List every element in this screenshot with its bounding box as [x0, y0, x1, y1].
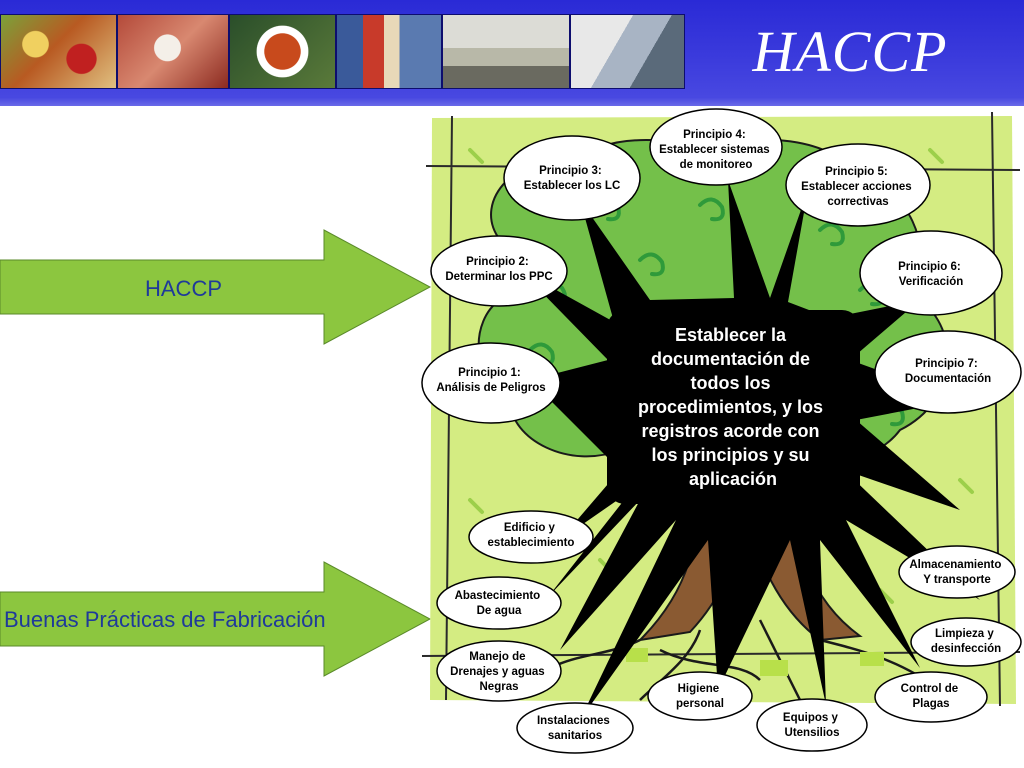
svg-text:Equipos y Utensilios: Equipos y Utensilios — [783, 712, 841, 739]
gmp-water-supply-bubble: Abastecimiento De agua — [436, 576, 562, 630]
bubble-line: Edificio y — [504, 522, 556, 534]
bubble-line: de monitoreo — [680, 159, 753, 171]
center-box-text: Establecer la documentación de todos los… — [638, 325, 828, 489]
header-stripe — [0, 98, 1024, 106]
gmp-pest-control-bubble: Control de Plagas — [874, 671, 988, 723]
center-line: todos los — [690, 373, 770, 393]
haccp-arrow — [0, 229, 432, 345]
bubble-line: Principio 7: — [915, 358, 978, 370]
bubble-line: Y transporte — [923, 574, 991, 586]
bubble-line: Documentación — [905, 373, 991, 385]
bubble-line: De agua — [477, 605, 522, 617]
bubble-line: Abastecimiento — [455, 590, 541, 602]
bubble-line: Control de — [901, 683, 959, 695]
bubble-line: Verificación — [899, 276, 964, 288]
bubble-line: Principio 6: — [898, 261, 961, 273]
gmp-personal-hygiene-bubble: Higiene personal — [647, 671, 753, 721]
center-line: documentación de — [651, 349, 810, 369]
header-photo-4 — [336, 14, 442, 89]
bubble-line: Almacenamiento — [909, 559, 1001, 571]
principle-3-bubble: Principio 3: Establecer los LC — [503, 135, 641, 221]
bubble-line: Principio 1: — [458, 367, 521, 379]
svg-text:Principio 2: Determinar: Principio 2: Determinar los PPC — [445, 256, 552, 283]
header-photo-3 — [229, 14, 336, 89]
principle-6-bubble: Principio 6: Verificación — [859, 230, 1003, 316]
bubble-line: sanitarios — [548, 730, 602, 742]
bubble-line: Drenajes y aguas — [450, 666, 545, 678]
bubble-line: Equipos y — [783, 712, 839, 724]
bubble-line: Utensilios — [785, 727, 840, 739]
bubble-line: Limpieza y — [935, 628, 994, 640]
bubble-line: Principio 5: — [825, 166, 888, 178]
svg-text:Principio 1: Análisis de: Principio 1: Análisis de Peligros — [436, 367, 545, 394]
bubble-line: Plagas — [912, 698, 949, 710]
svg-text:Limpieza y desinfección: Limpieza y desinfección — [931, 628, 1001, 655]
gmp-equipment-bubble: Equipos y Utensilios — [756, 698, 868, 752]
svg-text:Principio 7: Documentaci: Principio 7: Documentación — [905, 358, 991, 385]
bubble-line: Análisis de Peligros — [436, 382, 545, 394]
bubble-line: Instalaciones — [537, 715, 610, 727]
svg-text:Edificio y establecimien: Edificio y establecimiento — [488, 522, 575, 549]
principle-1-bubble: Principio 1: Análisis de Peligros — [421, 342, 561, 424]
bubble-line: personal — [676, 698, 724, 710]
bubble-line: Establecer los LC — [524, 180, 621, 192]
header-photo-2 — [117, 14, 229, 89]
haccp-arrow-label: HACCP — [145, 276, 223, 301]
svg-text:Higiene personal: Higiene personal — [676, 683, 724, 710]
gmp-cleaning-bubble: Limpieza y desinfección — [910, 617, 1022, 667]
header-banner: HACCP — [0, 0, 1024, 106]
bubble-line: desinfección — [931, 643, 1001, 655]
bubble-line: Manejo de — [469, 651, 525, 663]
bubble-line: Higiene — [678, 683, 720, 695]
gmp-drainage-bubble: Manejo de Drenajes y aguas Negras — [436, 640, 562, 702]
bubble-line: Determinar los PPC — [445, 271, 552, 283]
header-photo-5 — [442, 14, 570, 89]
principle-5-bubble: Principio 5: Establecer acciones correct… — [785, 143, 931, 227]
center-box — [607, 310, 860, 504]
principle-4-bubble: Principio 4: Establecer sistemas de moni… — [649, 108, 783, 186]
center-line: procedimientos, y los — [638, 397, 823, 417]
svg-text:Principio 6: Verificació: Principio 6: Verificación — [898, 261, 964, 288]
gmp-building-bubble: Edificio y establecimiento — [468, 510, 594, 564]
svg-text:Instalaciones sanitarios: Instalaciones sanitarios — [537, 715, 613, 742]
bubble-line: Establecer acciones — [801, 181, 912, 193]
center-line: registros acorde con — [641, 421, 819, 441]
principle-7-bubble: Principio 7: Documentación — [874, 330, 1022, 414]
gmp-storage-bubble: Almacenamiento Y transporte — [898, 545, 1016, 599]
svg-text:Manejo de Drenajes y agu: Manejo de Drenajes y aguas Negras — [450, 651, 548, 693]
bubble-line: establecimiento — [488, 537, 575, 549]
bubble-line: Principio 3: — [539, 165, 602, 177]
svg-text:Principio 5: Establecer: Principio 5: Establecer acciones correct… — [801, 166, 915, 208]
center-line: aplicación — [689, 469, 777, 489]
principle-2-bubble: Principio 2: Determinar los PPC — [430, 235, 568, 307]
center-line: Establecer la — [675, 325, 787, 345]
svg-text:Principio 4: Establecer: Principio 4: Establecer sistemas de moni… — [659, 129, 773, 171]
bubble-line: Negras — [480, 681, 519, 693]
bubble-line: Establecer sistemas — [659, 144, 770, 156]
header-photo-1 — [0, 14, 117, 89]
svg-text:Control de Plagas: Control de Plagas — [901, 683, 962, 710]
svg-text:Almacenamiento Y transpo: Almacenamiento Y transporte — [909, 559, 1004, 586]
gmp-sanitary-facilities-bubble: Instalaciones sanitarios — [516, 702, 634, 754]
bubble-line: correctivas — [827, 196, 888, 208]
bubble-line: Principio 2: — [466, 256, 529, 268]
center-line: los principios y su — [651, 445, 809, 465]
slide-title: HACCP — [752, 19, 948, 84]
bubble-line: Principio 4: — [683, 129, 746, 141]
svg-text:Principio 3: Establecer: Principio 3: Establecer los LC — [524, 165, 621, 192]
svg-text:Abastecimiento De agua: Abastecimiento De agua — [455, 590, 544, 617]
gmp-arrow-label: Buenas Prácticas de Fabricación — [4, 607, 326, 632]
header-photo-6 — [570, 14, 685, 89]
gmp-arrow — [0, 561, 432, 677]
